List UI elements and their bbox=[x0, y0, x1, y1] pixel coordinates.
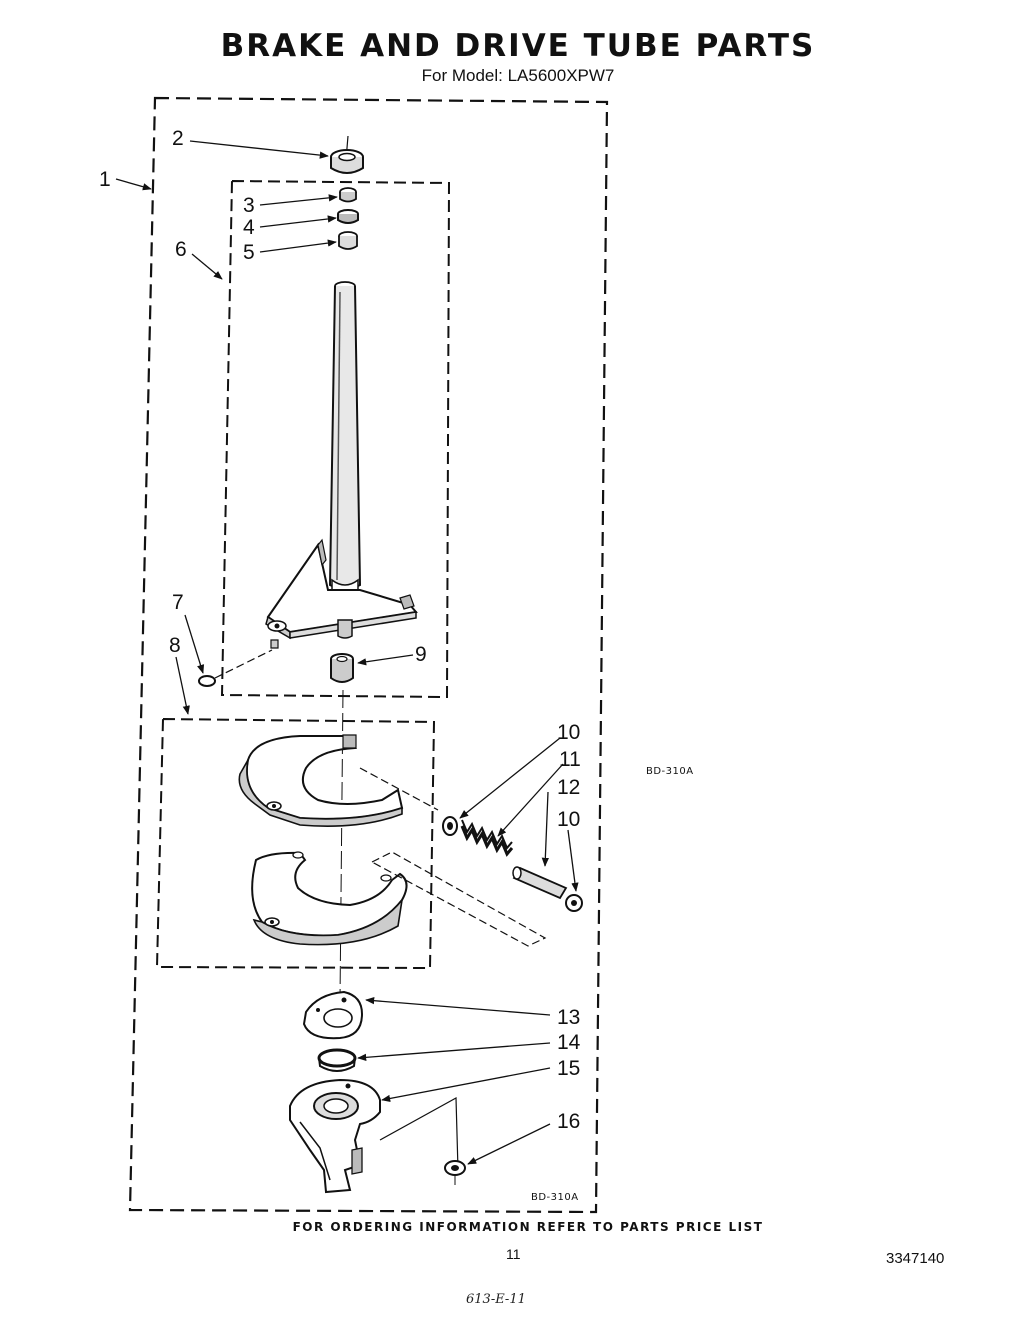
part-9-lower-bearing bbox=[330, 653, 354, 683]
callout-12: 12 bbox=[557, 776, 580, 799]
part-4-washer bbox=[337, 209, 359, 224]
brake-shoe-frame bbox=[155, 717, 436, 970]
part-15-actuator bbox=[289, 1078, 459, 1194]
callout-numbers: 1 2 3 4 5 6 7 8 9 10 11 12 10 13 14 15 1… bbox=[99, 127, 581, 1133]
part-10-washer-left bbox=[442, 816, 458, 836]
page-title: BRAKE AND DRIVE TUBE PARTS bbox=[220, 28, 816, 64]
part-16-clip bbox=[444, 1160, 466, 1185]
part-11-spring bbox=[460, 819, 514, 857]
part-7-clip bbox=[198, 649, 273, 687]
callout-8: 8 bbox=[169, 634, 181, 657]
part-3-bushing bbox=[339, 187, 357, 203]
callout-14: 14 bbox=[557, 1031, 581, 1054]
page-number: 11 bbox=[506, 1246, 521, 1262]
callout-3: 3 bbox=[243, 194, 255, 217]
callout-16: 16 bbox=[557, 1110, 580, 1133]
part-2-seal bbox=[330, 149, 364, 174]
part-13-gasket bbox=[302, 990, 364, 1040]
callout-10-right: 10 bbox=[557, 808, 580, 831]
part-6-drive-tube bbox=[265, 281, 418, 649]
callout-10-left: 10 bbox=[557, 721, 580, 744]
part-8-upper-brake-shoe bbox=[238, 734, 439, 827]
document-number: 3347140 bbox=[886, 1250, 945, 1267]
handwritten-note: 613-E-11 bbox=[466, 1292, 526, 1307]
callout-5: 5 bbox=[243, 241, 255, 264]
assembly-frame-outer bbox=[128, 96, 609, 1214]
part-5-bearing bbox=[338, 231, 358, 250]
callout-6: 6 bbox=[175, 238, 187, 261]
part-8-lower-brake-shoe bbox=[251, 851, 547, 947]
part-14-ring bbox=[317, 1048, 357, 1072]
callout-2: 2 bbox=[172, 127, 184, 150]
side-diagram-code: BD-310A bbox=[646, 766, 694, 777]
frame-diagram-code: BD-310A bbox=[531, 1192, 579, 1203]
callout-7: 7 bbox=[172, 591, 184, 614]
model-subtitle: For Model: LA5600XPW7 bbox=[421, 66, 615, 85]
part-10-washer-right bbox=[565, 894, 583, 912]
callout-9: 9 bbox=[415, 643, 427, 666]
drive-tube-frame bbox=[220, 179, 451, 699]
callout-4: 4 bbox=[243, 216, 255, 239]
callout-15: 15 bbox=[557, 1057, 580, 1080]
part-12-pin bbox=[512, 866, 568, 900]
callout-11: 11 bbox=[559, 748, 581, 771]
leader-lines bbox=[115, 140, 579, 1165]
ordering-note: FOR ORDERING INFORMATION REFER TO PARTS … bbox=[292, 1220, 764, 1234]
callout-1: 1 bbox=[99, 168, 111, 191]
callout-13: 13 bbox=[557, 1006, 580, 1029]
